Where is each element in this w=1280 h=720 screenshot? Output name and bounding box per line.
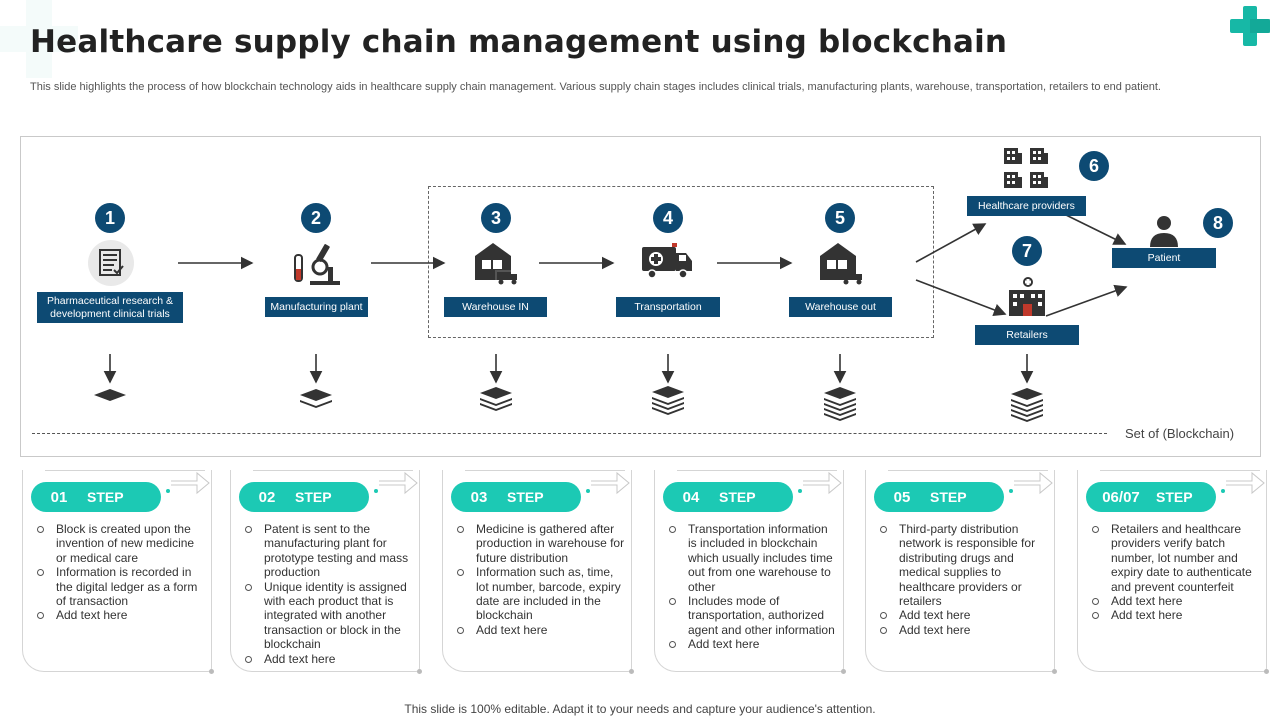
stage-number-4: 4 <box>653 203 683 233</box>
stage-number-2: 2 <box>301 203 331 233</box>
person-icon <box>1150 216 1178 247</box>
step-bullets: Third-party distribution network is resp… <box>878 522 1050 637</box>
clipboard-icon <box>88 240 134 286</box>
blockchain-label: Set of (Blockchain) <box>1125 426 1235 441</box>
step-arrow-icon <box>1226 471 1265 495</box>
plus-logo-icon <box>1230 6 1270 46</box>
step-bullets: Transportation information is included i… <box>667 522 839 652</box>
stage-number-5: 5 <box>825 203 855 233</box>
diagram-frame <box>20 136 1261 457</box>
step-arrow-icon <box>379 471 418 495</box>
plus-decoration-icon <box>0 0 78 78</box>
warehouse-out-icon <box>820 243 862 285</box>
ambulance-icon <box>642 243 692 279</box>
warehouse-in-icon <box>475 243 517 285</box>
step-bullets: Patent is sent to the manufacturing plan… <box>243 522 415 666</box>
blockchain-line <box>32 433 1107 434</box>
stage-label-6: Healthcare providers <box>967 196 1086 216</box>
stage-number-6: 6 <box>1079 151 1109 181</box>
store-icon <box>1009 277 1045 316</box>
page-subtitle: This slide highlights the process of how… <box>30 81 1161 93</box>
buildings-icon <box>1004 148 1048 188</box>
stage-label-2: Manufacturing plant <box>265 297 368 317</box>
step-badge: 05 STEP <box>874 482 1004 512</box>
step-card-2: 02 STEP Patent is sent to the manufactur… <box>230 470 422 674</box>
stage-label-5: Warehouse out <box>789 297 892 317</box>
step-badge: 04 STEP <box>663 482 793 512</box>
microscope-icon <box>294 244 340 285</box>
step-bullets: Retailers and healthcare providers verif… <box>1090 522 1262 623</box>
step-badge: 06/07 STEP <box>1086 482 1216 512</box>
step-card-3: 03 STEP Medicine is gathered after produ… <box>442 470 634 674</box>
stage-label-3: Warehouse IN <box>444 297 547 317</box>
stage-label-1: Pharmaceutical research & development cl… <box>37 292 183 323</box>
page-title: Healthcare supply chain management using… <box>30 24 1008 60</box>
step-arrow-icon <box>591 471 630 495</box>
stage-number-1: 1 <box>95 203 125 233</box>
step-card-5: 05 STEP Third-party distribution network… <box>865 470 1057 674</box>
step-bullets: Block is created upon the invention of n… <box>35 522 207 623</box>
step-arrow-icon <box>1014 471 1053 495</box>
stage-number-7: 7 <box>1012 236 1042 266</box>
step-card-1: 01 STEP Block is created upon the invent… <box>22 470 214 674</box>
stage-number-3: 3 <box>481 203 511 233</box>
step-badge: 03 STEP <box>451 482 581 512</box>
footer-note: This slide is 100% editable. Adapt it to… <box>404 702 876 716</box>
step-bullets: Medicine is gathered after production in… <box>455 522 627 637</box>
stage-label-8: Patient <box>1112 248 1216 268</box>
step-badge: 01 STEP <box>31 482 161 512</box>
step-arrow-icon <box>803 471 842 495</box>
stage-label-7: Retailers <box>975 325 1079 345</box>
step-card-4: 04 STEP Transportation information is in… <box>654 470 846 674</box>
stage-label-4: Transportation <box>616 297 720 317</box>
stage-number-8: 8 <box>1203 208 1233 238</box>
step-arrow-icon <box>171 471 210 495</box>
step-card-6: 06/07 STEP Retailers and healthcare prov… <box>1077 470 1269 674</box>
step-badge: 02 STEP <box>239 482 369 512</box>
